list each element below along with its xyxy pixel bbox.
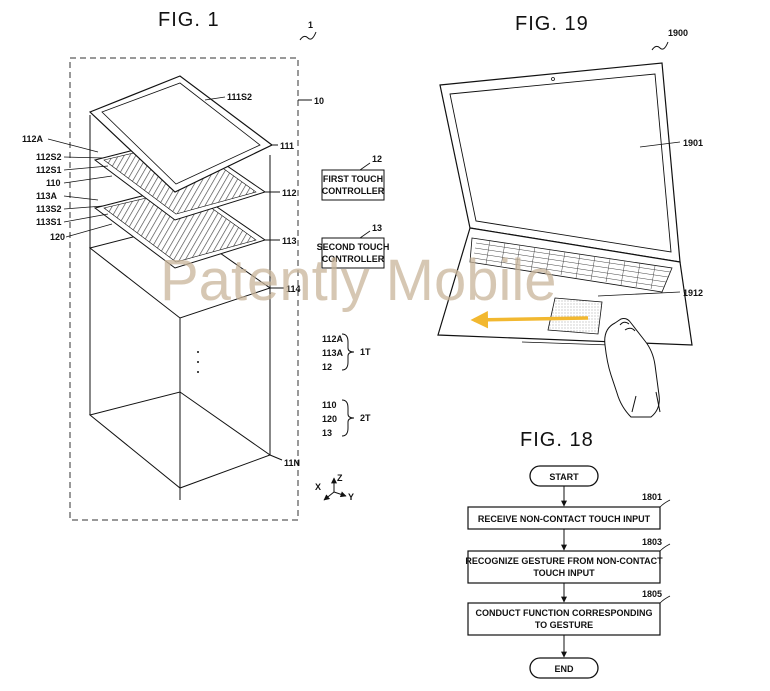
fig19-title: FIG. 19 bbox=[515, 13, 589, 35]
svg-text:120: 120 bbox=[322, 414, 337, 424]
label-110: 110 bbox=[46, 178, 61, 188]
fig1-ref-main: 1 bbox=[308, 20, 313, 30]
svg-text:RECEIVE NON-CONTACT TOUCH INPU: RECEIVE NON-CONTACT TOUCH INPUT bbox=[478, 514, 651, 524]
label-111s2: 111S2 bbox=[227, 92, 252, 102]
flow-start-label: START bbox=[549, 472, 579, 482]
svg-text:1T: 1T bbox=[360, 347, 371, 357]
label-112s2: 112S2 bbox=[36, 152, 62, 162]
flow-end-node bbox=[529, 657, 599, 679]
label-112a: 112A bbox=[22, 134, 44, 144]
svg-text:113A: 113A bbox=[322, 348, 344, 358]
laptop-base bbox=[437, 227, 693, 346]
fig1-enclosure-box bbox=[69, 57, 299, 521]
svg-text:1803: 1803 bbox=[642, 537, 662, 547]
svg-text:TO GESTURE: TO GESTURE bbox=[535, 620, 593, 630]
flow-end-label: END bbox=[554, 664, 574, 674]
first-controller-ref: 12 bbox=[372, 154, 382, 164]
hand-illustration bbox=[604, 318, 661, 418]
first-touch-controller: FIRST TOUCH CONTROLLER bbox=[321, 169, 385, 201]
svg-text:13: 13 bbox=[322, 428, 332, 438]
svg-text:12: 12 bbox=[322, 362, 332, 372]
layer-111 bbox=[88, 75, 274, 193]
fig18-title: FIG. 18 bbox=[520, 429, 594, 451]
svg-text:FIRST TOUCH: FIRST TOUCH bbox=[323, 174, 383, 184]
gesture-arrow bbox=[470, 311, 589, 329]
label-113: 113 bbox=[282, 236, 297, 246]
svg-text:110: 110 bbox=[322, 400, 337, 410]
group-1t: 112A 113A 12 1T bbox=[322, 333, 371, 372]
fig1-ref-squiggle bbox=[299, 31, 317, 41]
flow-step-1803: RECOGNIZE GESTURE FROM NON-CONTACT TOUCH… bbox=[465, 537, 671, 584]
label-113s1: 113S1 bbox=[36, 217, 62, 227]
label-113s2: 113S2 bbox=[36, 204, 62, 214]
label-113a: 113A bbox=[36, 191, 58, 201]
svg-text:RECOGNIZE GESTURE FROM NON-CON: RECOGNIZE GESTURE FROM NON-CONTACT bbox=[465, 556, 663, 566]
left-labels: 112A 112S2 112S1 110 113A 113S2 113S1 12… bbox=[22, 134, 113, 242]
continuation-dots bbox=[197, 351, 199, 373]
group-2t: 110 120 13 2T bbox=[322, 399, 371, 438]
svg-text:112A: 112A bbox=[322, 334, 344, 344]
fig19: FIG. 19 1900 1901 bbox=[437, 13, 703, 418]
keyboard bbox=[472, 239, 671, 290]
svg-text:CONTROLLER: CONTROLLER bbox=[322, 254, 385, 264]
svg-text:X: X bbox=[315, 482, 321, 492]
svg-text:Y: Y bbox=[348, 492, 354, 502]
fig19-ref-main: 1900 bbox=[668, 28, 688, 38]
laptop-screen bbox=[439, 62, 681, 263]
touchpad-ref: 1912 bbox=[683, 288, 703, 298]
svg-text:1805: 1805 bbox=[642, 589, 662, 599]
svg-text:2T: 2T bbox=[360, 413, 371, 423]
flow-step-1801: RECEIVE NON-CONTACT TOUCH INPUT 1801 bbox=[467, 492, 671, 530]
svg-text:Z: Z bbox=[337, 473, 343, 483]
label-112s1: 112S1 bbox=[36, 165, 62, 175]
svg-text:1801: 1801 bbox=[642, 492, 662, 502]
svg-text:SECOND TOUCH: SECOND TOUCH bbox=[317, 242, 390, 252]
screen-ref: 1901 bbox=[683, 138, 703, 148]
flow-step-1805: CONDUCT FUNCTION CORRESPONDING TO GESTUR… bbox=[467, 589, 671, 636]
fig18-flowchart: FIG. 18 START RECEIVE NON-CONTACT TOUCH … bbox=[465, 429, 671, 679]
second-controller-ref: 13 bbox=[372, 223, 382, 233]
label-112: 112 bbox=[282, 188, 297, 198]
label-11n: 11N bbox=[284, 458, 300, 468]
fig1-ref-10: 10 bbox=[314, 96, 324, 106]
second-touch-controller: SECOND TOUCH CONTROLLER bbox=[317, 237, 390, 269]
label-114: 114 bbox=[286, 284, 301, 294]
fig1: FIG. 1 1 10 11N 114 bbox=[22, 9, 390, 521]
label-111: 111 bbox=[280, 141, 294, 151]
fig1-title: FIG. 1 bbox=[158, 9, 220, 31]
svg-text:CONTROLLER: CONTROLLER bbox=[322, 186, 385, 196]
axes-indicator: Z Y X bbox=[315, 473, 354, 502]
label-120: 120 bbox=[50, 232, 65, 242]
svg-text:CONDUCT FUNCTION CORRESPONDING: CONDUCT FUNCTION CORRESPONDING bbox=[476, 608, 653, 618]
svg-text:TOUCH INPUT: TOUCH INPUT bbox=[533, 568, 595, 578]
watermark-text: Patently Mobile bbox=[160, 248, 557, 313]
